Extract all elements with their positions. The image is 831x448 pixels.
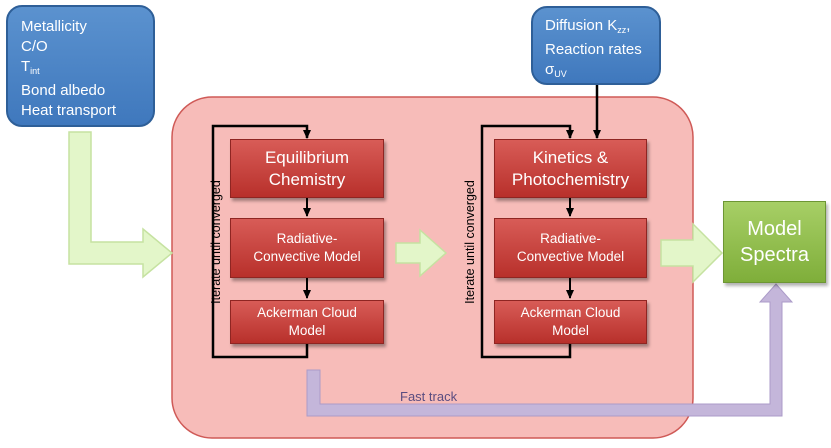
loop2-ackerman-line2: Model: [552, 323, 589, 338]
loop1-ackerman-cloud-box: Ackerman Cloud Model: [230, 300, 384, 344]
model-spectra-line2: Spectra: [740, 244, 809, 266]
bond-albedo-label: Bond albedo: [21, 82, 106, 99]
heat-transport-label: Heat transport: [21, 102, 117, 119]
model-spectra-line1: Model: [747, 218, 802, 240]
loop2-radiative-line2: Convective Model: [516, 249, 625, 264]
tint-label: Tint: [21, 58, 40, 76]
loop2-radiative-line1: Radiative-: [540, 231, 601, 246]
input-flow-arrow: [68, 131, 174, 279]
loop1-radiative-line2: Convective Model: [253, 249, 361, 264]
loop1-iteration-line: [211, 124, 311, 359]
output-flow-arrow: [660, 222, 724, 284]
loop1-radiative-line1: Radiative-: [276, 231, 338, 246]
reaction-rates-label: Reaction rates: [545, 41, 642, 58]
sigma-uv-label: σUV: [545, 61, 567, 79]
loop1-ackerman-line1: Ackerman Cloud: [257, 305, 357, 320]
loop-transfer-arrow: [395, 228, 448, 278]
kinetics-photochemistry-box: Kinetics & Photochemistry: [494, 139, 647, 198]
kinetics-line2: Photochemistry: [511, 169, 630, 189]
loop2-radiative-convective-box: Radiative- Convective Model: [494, 218, 647, 278]
model-spectra-box: Model Spectra: [723, 201, 826, 283]
equilibrium-chemistry-line2: Chemistry: [268, 169, 346, 189]
loop2-iteration-line: [480, 124, 574, 359]
equilibrium-chemistry-box: Equilibrium Chemistry: [230, 139, 384, 198]
equilibrium-chemistry-line1: Equilibrium: [264, 147, 350, 167]
loop2-ackerman-cloud-box: Ackerman Cloud Model: [494, 300, 647, 344]
kinetics-line1: Kinetics &: [532, 147, 609, 167]
fast-track-arrow: [306, 283, 794, 417]
diffusion-kzz-label: Diffusion Kzz,: [545, 17, 631, 35]
loop1-ackerman-line2: Model: [288, 323, 326, 338]
co-ratio-label: C/O: [21, 38, 48, 55]
loop1-iterate-label: Iterate until converged: [209, 180, 223, 304]
loop2-ackerman-line1: Ackerman Cloud: [520, 305, 621, 320]
metallicity-label: Metallicity: [21, 18, 87, 35]
loop1-radiative-convective-box: Radiative- Convective Model: [230, 218, 384, 278]
fast-track-label: Fast track: [400, 389, 458, 404]
loop2-iterate-label: Iterate until converged: [463, 180, 477, 304]
kinetics-inputs-box: Diffusion Kzz, Reaction rates σUV: [531, 6, 661, 85]
input-parameters-box: Metallicity C/O Tint Bond albedo Heat tr…: [6, 5, 155, 127]
